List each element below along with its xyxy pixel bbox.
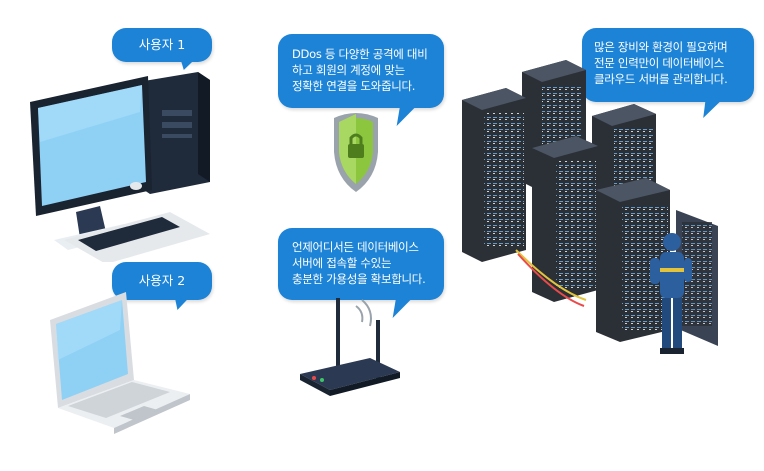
server-rack-4 [532, 136, 598, 302]
server-racks-icon [456, 50, 726, 350]
wireless-bubble: 언제어디서든 데이터베이스 서버에 접속할 수있는 충분한 가용성을 확보합니다… [278, 228, 444, 318]
laptop-icon [40, 290, 200, 440]
wifi-router-icon [296, 292, 406, 402]
server-rack-5 [596, 178, 718, 346]
wireless-line-2: 서버에 접속할 수있는 [292, 256, 392, 270]
shield-lock-icon [326, 106, 386, 196]
datacenter-bubble: 많은 장비와 환경이 필요하며 전문 인력만이 데이터베이스 클라우드 서버를 … [582, 28, 754, 118]
security-line-1: DDos 등 다양한 공격에 대비 [292, 47, 428, 61]
user1-label: 사용자 1 [138, 37, 186, 52]
datacenter-line-1: 많은 장비와 환경이 필요하며 [594, 40, 728, 54]
security-bubble: DDos 등 다양한 공격에 대비 하고 회원의 계정에 맞는 정확한 연결을 … [278, 34, 444, 126]
datacenter-line-3: 클라우드 서버를 관리합니다. [594, 72, 728, 86]
server-rack-2 [462, 88, 526, 262]
technician-icon [646, 228, 696, 358]
wireless-line-1: 언제어디서든 데이터베이스 [292, 240, 419, 254]
user2-bubble: 사용자 2 [112, 262, 212, 310]
desktop-computer-icon [20, 62, 230, 262]
security-bubble-tail [387, 104, 419, 126]
user1-bubble: 사용자 1 [112, 28, 212, 70]
security-line-2: 하고 회원의 계정에 맞는 [292, 63, 405, 77]
user2-label: 사용자 2 [138, 273, 186, 288]
datacenter-line-2: 전문 인력만이 데이터베이스 [594, 56, 725, 70]
security-line-3: 정확한 연결을 도와줍니다. [292, 79, 416, 93]
wireless-line-3: 충분한 가용성을 확보합니다. [292, 272, 426, 286]
